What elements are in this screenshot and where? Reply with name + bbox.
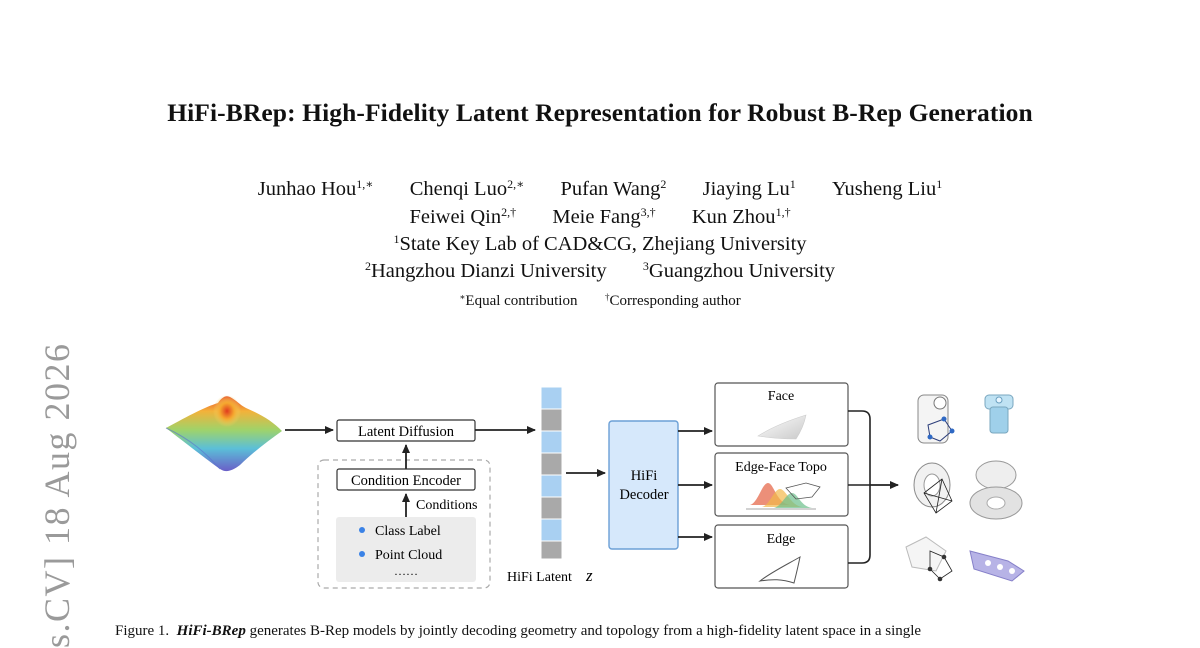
author: Pufan Wang2 [560,177,667,200]
model-1 [917,394,955,444]
edge-box [714,524,849,589]
conditions-label: Conditions [416,498,477,513]
face-label: Face [768,389,794,404]
condition-encoder-box [336,468,476,491]
face-surface-icon [757,414,807,440]
hifi-decoder-box [608,420,679,550]
output-models-image [905,394,1025,582]
paper-title: HiFi-BRep: High-Fidelity Latent Represen… [167,98,1033,127]
author: Junhao Hou1,∗ [257,177,374,200]
author: Jiaying Lu1 [702,177,796,200]
edge-label: Edge [767,532,796,547]
bullet-icon [359,527,365,533]
figure-caption: Figure 1. HiFi-BRep generates B-Rep mode… [115,623,922,639]
decoder-label-line1: HiFi [631,468,658,484]
author: Feiwei Qin2,† [409,205,517,228]
edge-curve-icon [758,556,801,584]
condition-panel [317,459,491,589]
author: Yusheng Liu1 [832,177,943,200]
condition-encoder-label: Condition Encoder [351,473,461,489]
author: Meie Fang3,† [552,205,656,228]
class-label-item: Class Label [375,524,441,539]
author: Chenqi Luo2,∗ [409,177,525,200]
model-4 [969,460,1023,520]
hifi-latent-column [540,386,563,560]
model-3 [913,462,953,514]
latent-symbol: z [585,566,593,585]
edge-face-topo-label: Edge-Face Topo [735,460,827,475]
bullet-icon [359,551,365,557]
author-notes: ∗Equal contribution †Corresponding autho… [459,292,741,309]
merge-bracket [848,410,871,564]
author: Kun Zhou1,† [691,205,791,228]
author-line-2: Feiwei Qin2,† Meie Fang3,† Kun Zhou1,† [0,205,1200,229]
model-2 [984,394,1014,434]
topo-distribution-icon [746,482,821,510]
gaussian-surface-image [165,395,282,472]
point-cloud-item: Point Cloud [375,548,442,563]
hifi-latent-label: HiFi Latent [507,570,572,585]
latent-diffusion-label: Latent Diffusion [358,424,455,440]
author-line-1: Junhao Hou1,∗ Chenqi Luo2,∗ Pufan Wang2 … [0,177,1200,201]
affiliation-line-2: 2Hangzhou Dianzi University 3Guangzhou U… [364,259,836,282]
decoder-label-line2: Decoder [619,487,668,503]
face-box [714,382,849,447]
figure-pipeline: Latent Diffusion Condition Encoder Condi… [165,382,1025,589]
ellipsis: …… [394,564,418,578]
affiliation-line-1: 1State Key Lab of CAD&CG, Zhejiang Unive… [393,232,807,255]
model-6 [969,550,1025,582]
conditions-list [336,517,476,582]
model-5 [905,536,953,582]
